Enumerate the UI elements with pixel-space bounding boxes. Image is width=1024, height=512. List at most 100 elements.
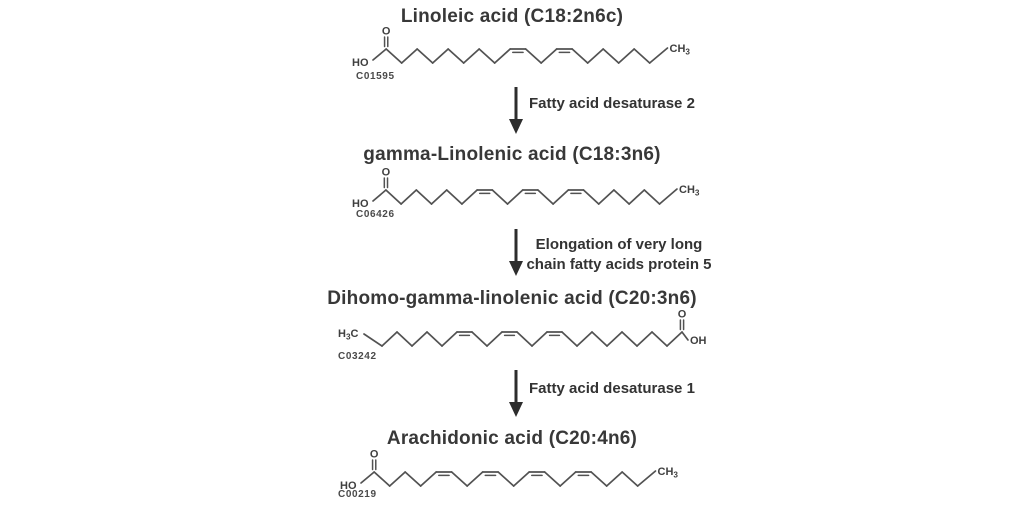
atom-label-ch3: CH3 xyxy=(670,43,691,57)
arrow-down-icon xyxy=(509,370,523,417)
bond xyxy=(411,331,428,347)
bond xyxy=(516,331,533,347)
bond xyxy=(543,471,562,487)
compound-id-linoleic-acid: C01595 xyxy=(356,71,395,82)
atom-label-ho: HO xyxy=(352,57,369,69)
atom-label-ch3: CH3 xyxy=(658,466,679,480)
arrow-down-icon xyxy=(509,229,523,276)
structure-linoleic-acid: HO O CH3 xyxy=(352,26,691,70)
bond xyxy=(681,331,689,341)
bond xyxy=(466,471,484,487)
bond xyxy=(400,189,418,205)
bond xyxy=(666,331,683,347)
atom-label-ho: HO xyxy=(352,198,369,210)
compound-title-arachidonic-acid: Arachidonic acid (C20:4n6) xyxy=(386,428,638,449)
bond xyxy=(576,331,593,347)
enzyme-label-line-1: Elongation of very long xyxy=(535,236,703,253)
bond xyxy=(419,471,438,487)
bond xyxy=(602,48,620,64)
bond xyxy=(571,48,589,64)
atom-label-o: O xyxy=(370,449,379,461)
bond xyxy=(497,471,515,487)
atom-label-h3c: H3C xyxy=(338,328,359,342)
atom-label-o: O xyxy=(382,26,391,38)
bond xyxy=(540,48,558,64)
bond xyxy=(512,471,531,487)
atom-label-o: O xyxy=(382,167,391,179)
bond xyxy=(590,471,608,487)
bond xyxy=(561,331,578,347)
bond xyxy=(426,331,443,347)
bond xyxy=(552,189,570,205)
bond xyxy=(636,470,657,487)
bond xyxy=(372,189,387,202)
bond xyxy=(385,189,402,205)
bond xyxy=(617,48,636,64)
bond xyxy=(506,189,524,205)
bond xyxy=(396,331,413,347)
bond xyxy=(491,189,509,205)
enzyme-label-elovl5: Elongation of very long chain fatty acid… xyxy=(524,235,714,275)
bond xyxy=(524,48,543,64)
bond xyxy=(559,471,577,487)
bond xyxy=(462,48,481,64)
compound-id-dihomo-gamma-linolenic-acid: C03242 xyxy=(338,351,377,362)
bond xyxy=(633,48,651,64)
bond xyxy=(658,188,678,205)
atom-label-o: O xyxy=(678,309,687,321)
bond xyxy=(400,48,419,64)
bond xyxy=(478,48,496,64)
bond xyxy=(586,48,605,64)
bond xyxy=(461,189,478,205)
bond xyxy=(430,189,448,205)
atom-label-ch3: CH3 xyxy=(679,184,700,198)
bond xyxy=(471,331,488,347)
bond xyxy=(621,471,639,487)
compound-title-linoleic-acid: Linoleic acid (C18:2n6c) xyxy=(400,6,624,27)
bond xyxy=(648,47,669,64)
bond xyxy=(385,48,403,64)
bond xyxy=(636,331,653,347)
bond xyxy=(493,48,512,64)
bond xyxy=(404,471,422,487)
bond xyxy=(372,48,388,61)
atom-label-ho: HO xyxy=(340,480,357,492)
bond xyxy=(628,189,646,205)
structure-gamma-linolenic-acid: HO O CH3 xyxy=(352,167,700,211)
bond xyxy=(486,331,503,347)
compound-id-gamma-linolenic-acid: C06426 xyxy=(356,209,395,220)
bond xyxy=(621,331,638,347)
bond xyxy=(415,189,433,205)
enzyme-label-fads2: Fatty acid desaturase 2 xyxy=(529,95,695,112)
enzyme-label-line-2: chain fatty acids protein 5 xyxy=(526,256,712,273)
bond xyxy=(373,471,391,487)
bond xyxy=(643,189,661,205)
bond xyxy=(537,189,554,205)
bond xyxy=(441,331,458,347)
bond xyxy=(591,331,608,347)
atom-label-oh: OH xyxy=(690,335,707,347)
bond xyxy=(447,48,465,64)
bond xyxy=(450,471,469,487)
bond xyxy=(381,331,398,347)
bond xyxy=(613,189,630,205)
arrow-down-icon xyxy=(509,87,523,134)
bond xyxy=(606,331,623,347)
structure-dihomo-gamma-linolenic-acid: H3C O OH xyxy=(338,309,707,348)
bond xyxy=(597,189,615,205)
compound-id-arachidonic-acid: C00219 xyxy=(338,489,377,500)
bond xyxy=(388,471,407,487)
compound-title-dihomo-gamma-linolenic-acid: Dihomo-gamma-linolenic acid (C20:3n6) xyxy=(327,288,697,309)
structure-arachidonic-acid: HO O CH3 xyxy=(340,449,679,493)
enzyme-label-fads1: Fatty acid desaturase 1 xyxy=(529,380,695,397)
bond xyxy=(363,333,383,347)
bond xyxy=(445,189,463,205)
bond xyxy=(605,471,624,487)
bond xyxy=(416,48,434,64)
bond xyxy=(431,48,450,64)
bond xyxy=(651,331,668,347)
bond xyxy=(582,189,600,205)
bond xyxy=(360,471,376,484)
compound-title-gamma-linolenic-acid: gamma-Linolenic acid (C18:3n6) xyxy=(363,144,661,165)
